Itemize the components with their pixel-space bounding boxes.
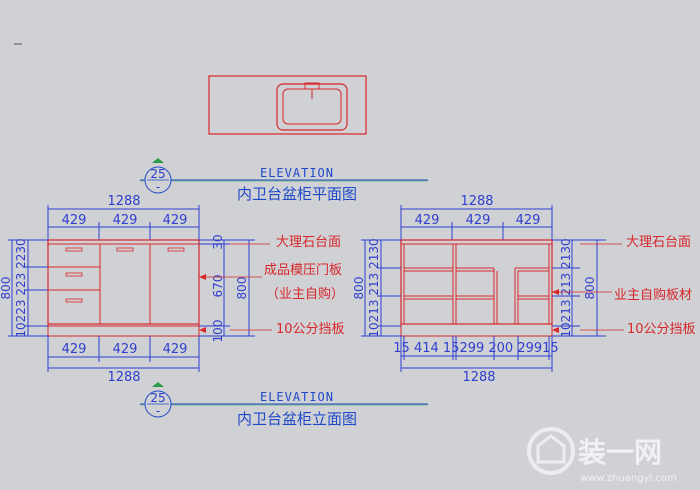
watermark-logo-icon: [527, 427, 575, 475]
right-dim-mid: 670: [211, 275, 225, 298]
leader-arrow-icon: [199, 274, 206, 280]
plan-view: [208, 75, 367, 135]
watermark: 装一网 www.zhuangyi.com: [527, 427, 677, 484]
elevation-title-block: 25 - ELEVATION 内卫台盆柜立面图: [140, 382, 428, 428]
drawer-handle-icon: [65, 272, 83, 277]
leader-arrow-icon: [552, 289, 559, 295]
note-backsplash: 10公分挡板: [276, 322, 345, 337]
callout-arrow-icon: [152, 158, 164, 163]
note-backsplash: 10公分挡板: [627, 322, 696, 337]
basin-outline: [276, 83, 348, 131]
plan-title: 内卫台盆柜平面图: [237, 185, 357, 203]
note-door-panel: 成品模压门板: [264, 263, 342, 278]
callout-arrow-icon: [152, 382, 164, 387]
leader-arrow-icon: [552, 327, 559, 333]
drawer-handle-icon: [65, 298, 83, 303]
top-seg-dim: 429: [516, 213, 541, 228]
top-seg-dim: 429: [163, 213, 188, 228]
top-seg-dim: 429: [113, 213, 138, 228]
leader-arrow-icon: [199, 327, 206, 333]
elevation-title: 内卫台盆柜立面图: [237, 410, 357, 428]
right-height-total: 800: [583, 277, 597, 300]
watermark-url: www.zhuangyi.com: [580, 473, 677, 484]
right-dim-top: 30: [211, 234, 225, 249]
elevation-label: ELEVATION: [260, 390, 334, 404]
front-elevation: 1288 429 429 429 800 10223 223 2230: [0, 194, 272, 385]
top-seg-dim: 429: [466, 213, 491, 228]
top-total-dim: 1288: [460, 194, 493, 209]
drawer-handle-icon: [65, 247, 83, 252]
watermark-brand: 装一网: [578, 436, 662, 469]
note-owner-purchase: （业主自购）: [266, 286, 344, 302]
top-seg-dim: 429: [62, 213, 87, 228]
top-seg-dim: 429: [415, 213, 440, 228]
note-marble-top: 大理石台面: [626, 235, 691, 250]
side-notes: 大理石台面 业主自购板材 10公分挡板: [614, 235, 696, 337]
bottom-seg-dim: 429: [163, 342, 188, 357]
right-height-total: 800: [235, 277, 249, 300]
cabinet-front-outline: [47, 239, 200, 325]
countertop-outline: [208, 75, 367, 135]
front-notes: 大理石台面 成品模压门板 （业主自购） 10公分挡板: [264, 235, 345, 337]
bottom-seg-dim: 429: [113, 342, 138, 357]
note-owner-board: 业主自购板材: [614, 287, 692, 303]
right-height-chain: 10213 213 2130: [559, 238, 573, 337]
left-height-chain: 10223 223 2230: [14, 238, 28, 337]
view-sub: -: [156, 180, 160, 194]
left-height-total: 800: [0, 277, 13, 300]
view-number: 25: [150, 391, 165, 405]
door-handle-icon: [167, 247, 185, 252]
bottom-total-dim: 1288: [462, 370, 495, 385]
interior-elevation: 1288 429 429 429: [352, 194, 624, 385]
bottom-chain-dim: 15 414 15299 200 29915: [393, 341, 558, 356]
left-height-total: 800: [352, 277, 366, 300]
door-handle-icon: [116, 247, 134, 252]
view-sub: -: [156, 404, 160, 418]
left-height-chain: 10213 213 2130: [367, 238, 381, 337]
top-total-dim: 1288: [107, 194, 140, 209]
elevation-label: ELEVATION: [260, 166, 334, 180]
note-marble-top: 大理石台面: [276, 235, 341, 250]
bottom-seg-dim: 429: [62, 342, 87, 357]
bottom-total-dim: 1288: [107, 370, 140, 385]
right-dim-bottom: 100: [211, 320, 225, 343]
plan-title-block: 25 - ELEVATION 内卫台盆柜平面图: [140, 158, 428, 203]
cabinet-interior-outline: [400, 239, 553, 325]
view-number: 25: [150, 167, 165, 181]
